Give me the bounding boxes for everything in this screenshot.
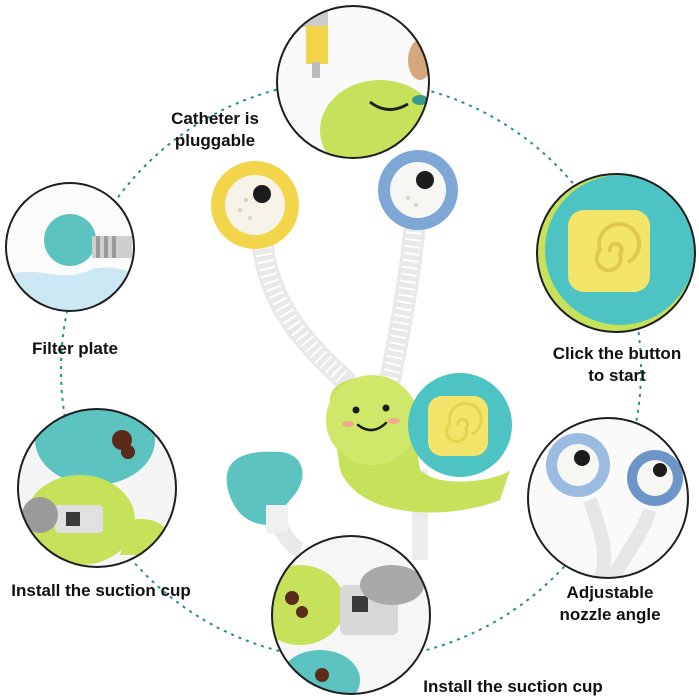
feature-circle-filter xyxy=(5,182,135,312)
label-button: Click the button to start xyxy=(552,344,682,385)
label-suction-left: Install the suction cup xyxy=(11,581,191,600)
suction-cup xyxy=(226,451,303,533)
snail-body xyxy=(326,375,510,513)
label-filter: Filter plate xyxy=(32,339,118,358)
left-hose xyxy=(251,229,356,391)
label-suction-bottom: Install the suction cup xyxy=(423,677,603,696)
snail-shell xyxy=(408,373,512,477)
label-nozzle: Adjustable nozzle angle xyxy=(559,583,661,624)
blue-nozzle xyxy=(378,150,458,230)
dashed-ring xyxy=(60,79,642,661)
feature-circle-button xyxy=(536,173,696,333)
feature-circle-suction-left xyxy=(17,408,177,568)
product-photo xyxy=(211,150,512,560)
feature-circle-nozzle xyxy=(527,417,689,579)
label-catheter: Catheter is pluggable xyxy=(171,109,259,150)
yellow-nozzle xyxy=(211,161,299,249)
feature-circle-suction-bottom xyxy=(271,535,431,695)
feature-circle-catheter xyxy=(276,5,430,159)
